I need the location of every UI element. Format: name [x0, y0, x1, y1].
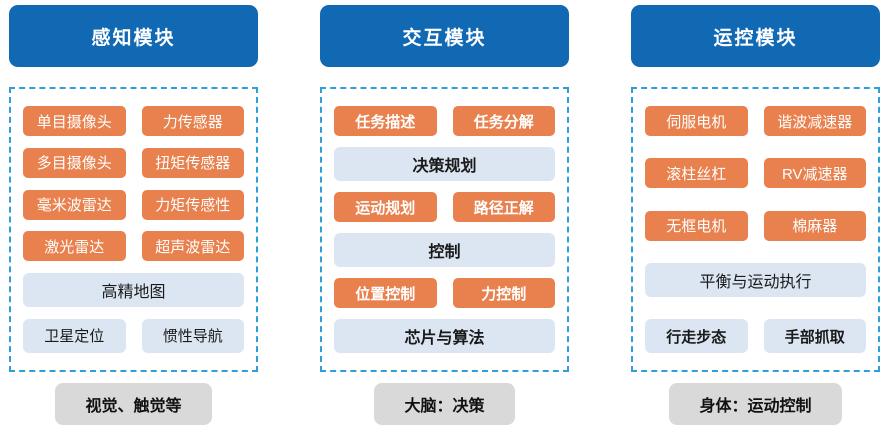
module-item: 路径正解 — [452, 192, 555, 222]
item-row: 控制 — [334, 233, 555, 267]
module-item: 位置控制 — [334, 278, 437, 308]
item-row: 任务描述任务分解 — [334, 106, 555, 136]
module-item: 扭矩传感器 — [141, 147, 244, 178]
item-row: 滚柱丝杠 RV减速器 — [645, 158, 866, 189]
item-row: 卫星定位惯性导航 — [23, 318, 244, 353]
module-item: 力矩传感性 — [141, 189, 244, 220]
module-item: 滚柱丝杠 — [645, 158, 748, 189]
module-column-2: 交互模块任务描述任务分解决策规划运动规划路径正解控制位置控制力控制芯片与算法大脑… — [320, 5, 569, 425]
item-row: 单目摄像头力传感器 — [23, 106, 244, 136]
module-item: 多目摄像头 — [23, 147, 126, 178]
module-item: 卫星定位 — [23, 318, 126, 353]
item-row: 无框电机棉麻器 — [645, 210, 866, 241]
module-item: 任务分解 — [452, 106, 555, 136]
module-item: 单目摄像头 — [23, 106, 126, 136]
module-item: 运动规划 — [334, 192, 437, 222]
item-row: 芯片与算法 — [334, 319, 555, 353]
module-item: 任务描述 — [334, 106, 437, 136]
module-item: 惯性导航 — [141, 318, 244, 353]
module-item: 手部抓取 — [763, 319, 866, 353]
module-item: 超声波雷达 — [141, 231, 244, 262]
module-item: 芯片与算法 — [334, 319, 555, 353]
item-row: 决策规划 — [334, 147, 555, 181]
item-row: 高精地图 — [23, 273, 244, 308]
module-title: 运控模块 — [631, 5, 880, 67]
module-item: 平衡与运动执行 — [645, 262, 866, 297]
module-item: 力控制 — [452, 278, 555, 308]
module-summary: 大脑：决策 — [374, 383, 515, 425]
module-summary: 身体：运动控制 — [669, 383, 842, 425]
item-row: 运动规划路径正解 — [334, 192, 555, 222]
module-item: 决策规划 — [334, 147, 555, 181]
module-item: 力传感器 — [141, 106, 244, 136]
item-row: 伺服电机谐波减速器 — [645, 106, 866, 136]
module-item: 高精地图 — [23, 273, 244, 308]
module-item: 激光雷达 — [23, 231, 126, 262]
module-item: RV减速器 — [763, 158, 866, 189]
module-item: 行走步态 — [645, 319, 748, 353]
module-items-container: 任务描述任务分解决策规划运动规划路径正解控制位置控制力控制芯片与算法 — [320, 87, 569, 372]
item-row: 激光雷达超声波雷达 — [23, 231, 244, 262]
module-item: 控制 — [334, 233, 555, 267]
module-summary: 视觉、触觉等 — [55, 383, 212, 425]
module-item: 伺服电机 — [645, 106, 748, 136]
module-item: 谐波减速器 — [763, 106, 866, 136]
item-row: 多目摄像头扭矩传感器 — [23, 147, 244, 178]
item-row: 行走步态手部抓取 — [645, 319, 866, 353]
module-item: 无框电机 — [645, 210, 748, 241]
module-item: 棉麻器 — [763, 210, 866, 241]
item-row: 毫米波雷达力矩传感性 — [23, 189, 244, 220]
item-row: 位置控制力控制 — [334, 278, 555, 308]
module-items-container: 单目摄像头力传感器多目摄像头扭矩传感器毫米波雷达力矩传感性激光雷达超声波雷达高精… — [9, 87, 258, 372]
module-column-1: 感知模块单目摄像头力传感器多目摄像头扭矩传感器毫米波雷达力矩传感性激光雷达超声波… — [9, 5, 258, 425]
module-title: 交互模块 — [320, 5, 569, 67]
module-title: 感知模块 — [9, 5, 258, 67]
module-item: 毫米波雷达 — [23, 189, 126, 220]
item-row: 平衡与运动执行 — [645, 262, 866, 297]
